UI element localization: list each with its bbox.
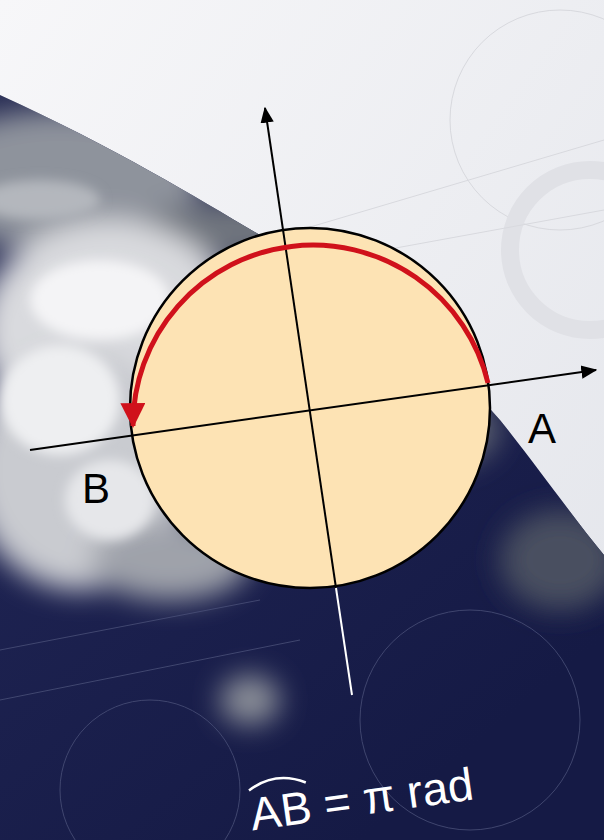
vertical-axis-lower: [336, 588, 352, 695]
point-label: A: [528, 408, 556, 450]
red-arc: [133, 245, 488, 426]
point-label: B: [82, 468, 110, 510]
vertical-axis: [265, 108, 336, 588]
arc-symbol: [244, 743, 476, 838]
arc-mark: [247, 775, 305, 791]
